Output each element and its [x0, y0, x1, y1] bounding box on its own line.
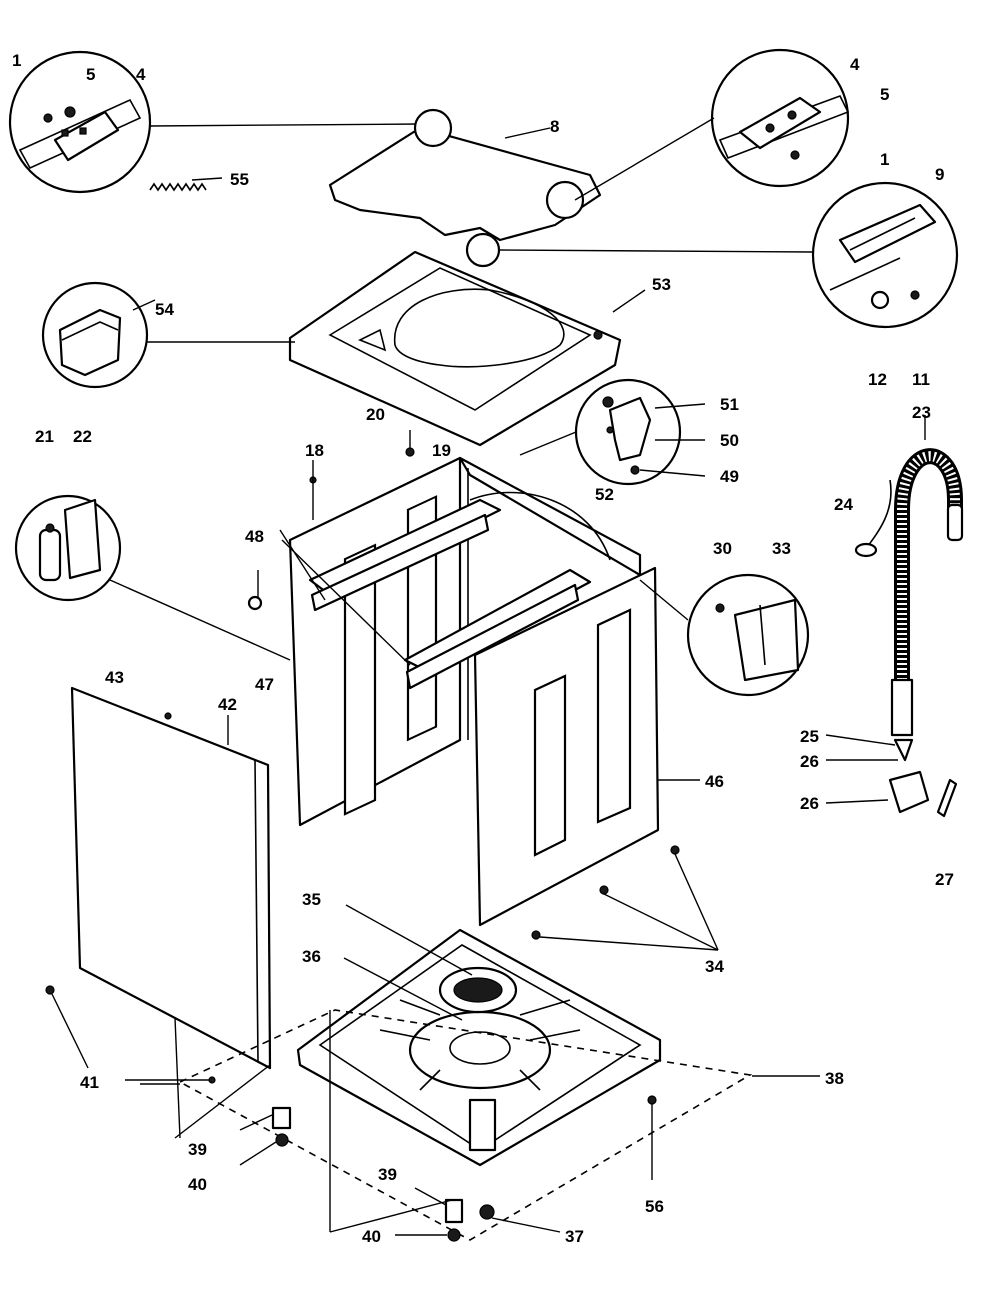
label-46: 46 [705, 772, 724, 791]
label-50: 50 [720, 431, 739, 450]
label-52: 52 [595, 485, 614, 504]
label-36: 36 [302, 947, 321, 966]
label-9: 9 [935, 165, 944, 184]
label-25: 25 [800, 727, 819, 746]
drain-hose-assembly [825, 415, 964, 818]
fasteners [247, 430, 415, 611]
spring-part-55 [149, 177, 223, 192]
label-1: 1 [880, 150, 889, 169]
base-fasteners [140, 845, 820, 1242]
detail-circle-dispenser-cup-54 [41, 281, 295, 389]
label-18: 18 [305, 441, 324, 460]
base-dashed-outline [178, 1009, 753, 1241]
label-8: 8 [550, 117, 559, 136]
label-37: 37 [565, 1227, 584, 1246]
label-49: 49 [720, 467, 739, 486]
brace-parts-47 [279, 498, 592, 690]
detail-circle-lid-hinge-right [710, 48, 850, 188]
label-11: 11 [912, 370, 930, 389]
top-frame-part-53 [288, 250, 646, 447]
label-20: 20 [366, 405, 385, 424]
label-48: 48 [245, 527, 264, 546]
label-30: 30 [713, 539, 732, 558]
label-55: 55 [230, 170, 249, 189]
label-5: 5 [86, 65, 95, 84]
label-12: 12 [868, 370, 887, 389]
label-22: 22 [73, 427, 92, 446]
part-labels: 1 5 4 55 8 4 5 1 9 12 11 53 54 20 18 19 … [12, 51, 954, 1246]
label-1: 1 [12, 51, 21, 70]
label-39: 39 [378, 1165, 397, 1184]
label-39: 39 [188, 1140, 207, 1159]
label-4: 4 [136, 65, 146, 84]
detail-circle-lid-hinge-left [8, 50, 152, 194]
label-40: 40 [188, 1175, 207, 1194]
label-19: 19 [432, 441, 451, 460]
front-panel-42 [70, 686, 272, 1070]
fastener-41 [45, 985, 216, 1084]
label-23: 23 [912, 403, 931, 422]
detail-circle-parts-30-33 [639, 573, 810, 697]
label-51: 51 [720, 395, 739, 414]
detail-circle-bracket-49-52 [519, 378, 706, 486]
label-21: 21 [35, 427, 54, 446]
label-34: 34 [705, 957, 724, 976]
label-42: 42 [218, 695, 237, 714]
detail-circle-parts-21-22 [14, 494, 291, 661]
label-35: 35 [302, 890, 321, 909]
label-41: 41 [80, 1073, 99, 1092]
cabinet-right-panel-46 [473, 566, 700, 927]
label-4: 4 [850, 55, 860, 74]
label-56: 56 [645, 1197, 664, 1216]
label-38: 38 [825, 1069, 844, 1088]
leader [574, 117, 715, 201]
label-40: 40 [362, 1227, 381, 1246]
label-47: 47 [255, 675, 274, 694]
label-24: 24 [834, 495, 853, 514]
leader [497, 249, 814, 253]
label-53: 53 [652, 275, 671, 294]
label-26: 26 [800, 794, 819, 813]
label-27: 27 [935, 870, 954, 889]
label-54: 54 [155, 300, 174, 319]
label-33: 33 [772, 539, 791, 558]
leader [149, 123, 421, 127]
detail-circle-lid-switch [811, 181, 959, 329]
label-43: 43 [105, 668, 124, 687]
label-5: 5 [880, 85, 889, 104]
base-part-38 [296, 928, 662, 1167]
label-26: 26 [800, 752, 819, 771]
lid-part-8 [328, 108, 602, 268]
